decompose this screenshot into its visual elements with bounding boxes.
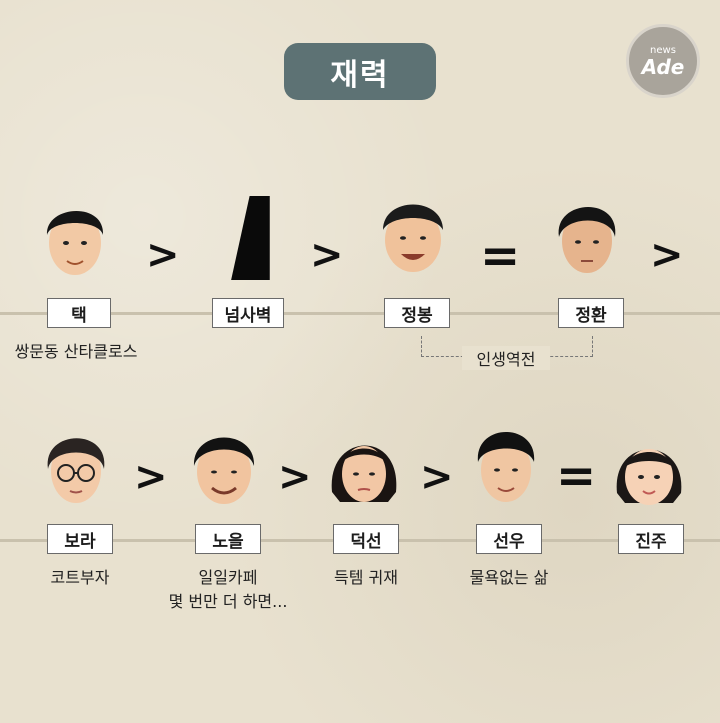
news-ade-logo: news Ade [626, 24, 700, 98]
wall-icon [231, 196, 270, 280]
face-deokseon-icon [331, 445, 397, 502]
caption-group: 인생역전 [462, 346, 550, 370]
face-bora-icon [47, 438, 105, 503]
caption-bora: 코트부자 [50, 568, 110, 587]
relation-symbol-2: > [310, 232, 344, 278]
relation-symbol-8: = [556, 448, 597, 504]
face-sunwoo-icon [477, 432, 535, 502]
timeline-line-row1 [0, 312, 720, 315]
relation-symbol-1: > [146, 232, 180, 278]
face-taek-icon [46, 210, 104, 275]
title-text: 재력 [330, 57, 390, 93]
relation-symbol-5: > [134, 454, 168, 500]
face-jinju-icon [616, 449, 682, 505]
logo-big-text: Ade [641, 55, 685, 79]
label-sunwoo: 선우 [476, 524, 542, 554]
label-neomsabyeok: 넘사벽 [212, 298, 284, 328]
caption-noeul: 일일카페 [198, 568, 258, 587]
relation-symbol-4: > [650, 232, 684, 278]
label-jeongbong: 정봉 [384, 298, 450, 328]
relation-symbol-7: > [420, 454, 454, 500]
label-jinju: 진주 [618, 524, 684, 554]
relation-symbol-3: = [480, 228, 521, 284]
caption-sunwoo: 물욕없는 삶 [469, 568, 549, 587]
label-noeul: 노을 [195, 524, 261, 554]
label-jeonghwan: 정환 [558, 298, 624, 328]
face-jeonghwan-icon [558, 206, 616, 273]
page-title: 재력 [284, 43, 436, 100]
face-jeongbong-icon [383, 204, 443, 272]
caption-taek: 쌍문동 산타클로스 [14, 342, 138, 361]
caption-noeul-line2: 몇 번만 더 하면... [168, 592, 288, 611]
caption-deokseon: 득템 귀재 [334, 568, 398, 587]
label-taek: 택 [47, 298, 111, 328]
label-bora: 보라 [47, 524, 113, 554]
label-deokseon: 덕선 [333, 524, 399, 554]
face-noeul-icon [193, 437, 255, 504]
logo-small-text: news [650, 45, 676, 56]
relation-symbol-6: > [278, 454, 312, 500]
